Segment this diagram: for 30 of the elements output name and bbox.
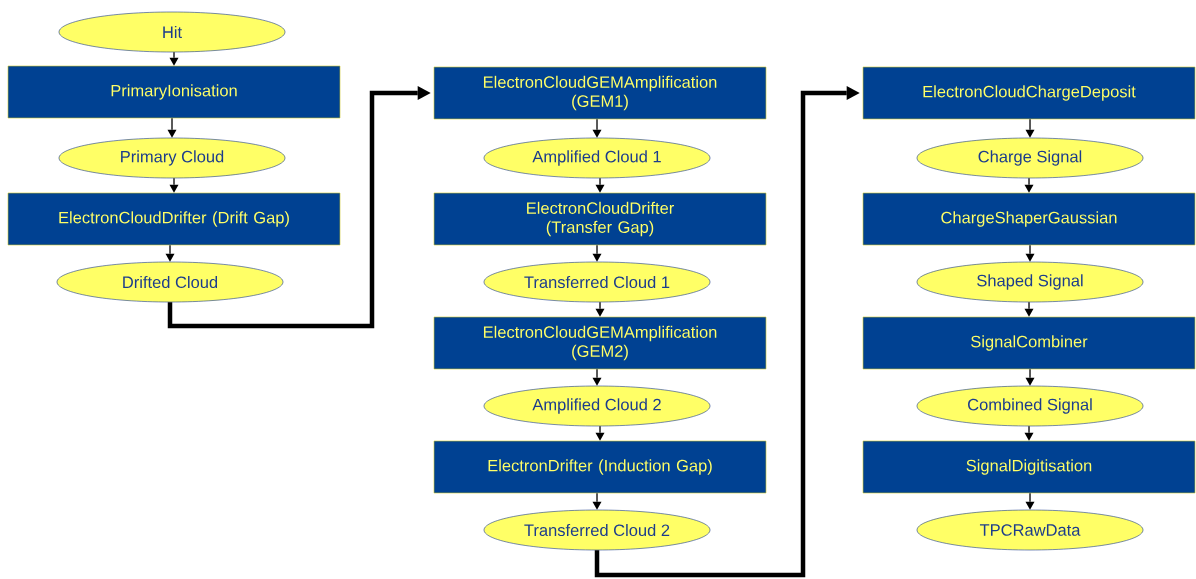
arrow xyxy=(595,301,605,317)
arrow xyxy=(1024,425,1034,441)
arrow xyxy=(169,177,179,193)
process-box: SignalCombiner xyxy=(862,316,1196,370)
process-box: PrimaryIonisation xyxy=(7,65,341,119)
arrow xyxy=(169,51,179,66)
process-box: SignalDigitisation xyxy=(862,440,1196,494)
arrow xyxy=(1025,244,1035,262)
arrow xyxy=(1025,118,1035,138)
arrow xyxy=(592,118,602,138)
arrow xyxy=(1025,492,1035,510)
process-box: ElectronDrifter (Induction Gap) xyxy=(433,440,767,494)
process-box: ElectronCloudDrifter (Drift Gap) xyxy=(7,192,341,246)
arrow xyxy=(592,244,602,262)
process-box: ChargeShaperGaussian xyxy=(862,192,1196,246)
arrow xyxy=(594,86,860,578)
arrow xyxy=(167,86,431,329)
arrow xyxy=(1024,301,1034,317)
arrow xyxy=(595,177,605,193)
arrow xyxy=(592,492,602,510)
arrow xyxy=(592,368,602,386)
arrow xyxy=(167,117,177,138)
arrow xyxy=(165,244,175,262)
process-box: ElectronCloudDrifter (Transfer Gap) xyxy=(433,192,767,246)
process-box: ElectronCloudChargeDeposit xyxy=(862,66,1196,120)
process-box: ElectronCloudGEMAmplification (GEM1) xyxy=(433,66,767,120)
arrow xyxy=(1024,177,1034,193)
arrow xyxy=(1025,368,1035,386)
arrow xyxy=(595,425,605,441)
process-box: ElectronCloudGEMAmplification (GEM2) xyxy=(433,316,767,370)
